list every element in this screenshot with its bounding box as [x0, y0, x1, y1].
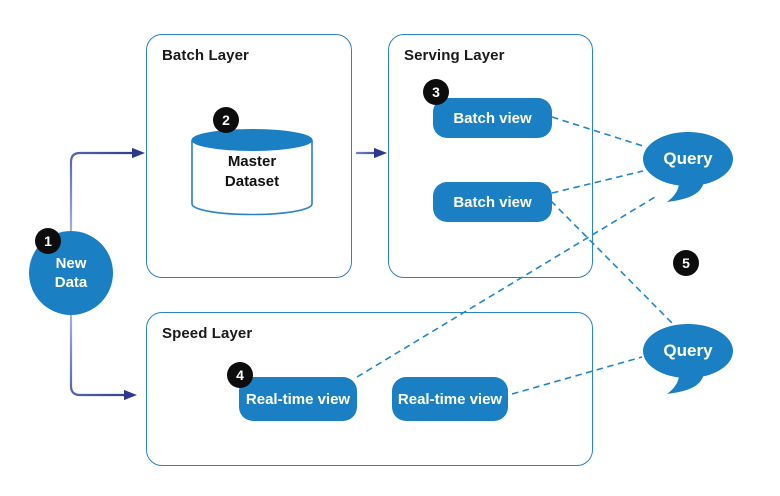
realtime-view-2-label: Real-time view	[397, 390, 503, 408]
arrowhead-icon	[374, 147, 387, 159]
arrow-batch-to-serving	[356, 147, 387, 159]
batch-layer-box: Batch Layer	[146, 34, 352, 278]
speech-tail-icon	[667, 178, 704, 202]
arrowhead-icon	[124, 389, 137, 401]
query-top-label: Query	[663, 149, 713, 168]
batch-view-2-node: Batch view	[433, 182, 552, 222]
master-dataset-node: Master Dataset	[192, 152, 312, 192]
speech-tail-icon	[667, 370, 704, 394]
realtime-view-2-node: Real-time view	[392, 377, 508, 421]
badge-4: 4	[227, 362, 253, 388]
batch-view-2-label: Batch view	[453, 193, 532, 211]
realtime-view-1-node: Real-time view	[239, 377, 357, 421]
arrowhead-icon	[132, 147, 145, 159]
batch-layer-label: Batch Layer	[162, 47, 249, 64]
speed-layer-box: Speed Layer	[146, 312, 593, 466]
speed-layer-label: Speed Layer	[162, 325, 253, 342]
batch-view-1-label: Batch view	[453, 109, 532, 127]
realtime-view-1-label: Real-time view	[245, 390, 351, 408]
batch-view-1-node: Batch view	[433, 98, 552, 138]
serving-layer-box: Serving Layer	[388, 34, 593, 278]
badge-5: 5	[673, 250, 699, 276]
badge-2: 2	[213, 107, 239, 133]
serving-layer-label: Serving Layer	[404, 47, 505, 64]
arrow-newdata-to-speed	[69, 315, 137, 401]
badge-1: 1	[35, 228, 61, 254]
new-data-label: New Data	[54, 254, 88, 292]
arrow-newdata-to-batch	[69, 147, 145, 231]
master-dataset-label: Master Dataset	[224, 153, 280, 190]
badge-3: 3	[423, 79, 449, 105]
query-bottom-label: Query	[663, 341, 713, 360]
